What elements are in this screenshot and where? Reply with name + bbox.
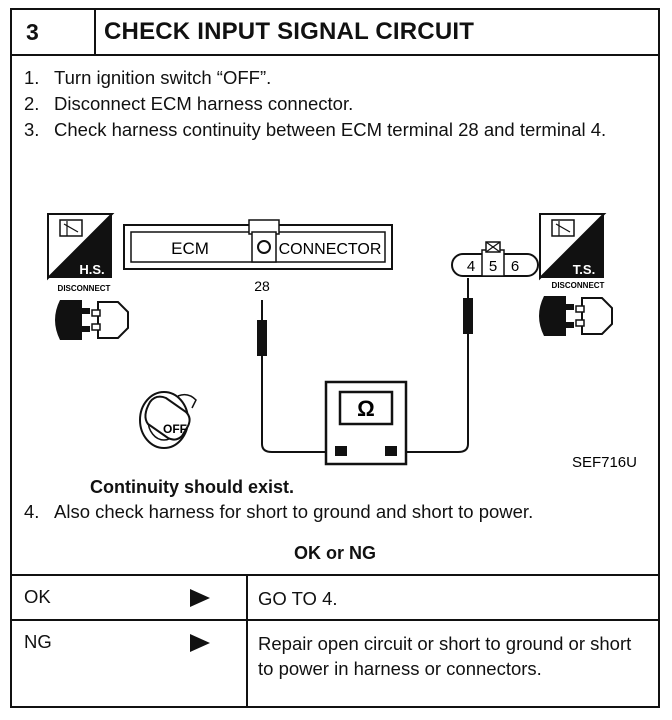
instruction-text: Disconnect ECM harness connector.	[54, 93, 354, 114]
disconnected-plug-icon	[55, 300, 129, 340]
tester-probe-left	[257, 300, 340, 453]
instruction-number: 2.	[24, 93, 40, 114]
result-row-ok: OK GO TO 4.	[12, 576, 658, 621]
hs-label: H.S.	[79, 262, 104, 277]
terminal-5-label: 5	[489, 258, 497, 275]
procedure-table: 3 CHECK INPUT SIGNAL CIRCUIT 1. Turn ign…	[10, 8, 660, 708]
result-label: NG	[24, 631, 52, 652]
ignition-key-icon: OFF	[139, 391, 197, 449]
column-divider	[246, 621, 248, 708]
figure-code: SEF716U	[572, 454, 637, 471]
terminal-connector: 4 5 6	[451, 241, 539, 277]
terminal-6-label: 6	[511, 258, 519, 275]
ecm-label: ECM	[171, 239, 209, 258]
result-row-ng: NG Repair open circuit or short to groun…	[12, 621, 658, 708]
column-divider	[246, 576, 248, 619]
instruction-item: 1. Turn ignition switch “OFF”.	[24, 65, 644, 91]
disconnected-plug-icon	[539, 296, 613, 336]
instruction-item: 3. Check harness continuity between ECM …	[24, 117, 644, 143]
result-action: GO TO 4.	[258, 588, 338, 609]
connector-label: CONNECTOR	[279, 241, 382, 258]
step-number: 3	[12, 10, 96, 54]
connector-symbol-icon	[551, 219, 575, 237]
instruction-number: 3.	[24, 119, 40, 140]
disconnect-label-right: DISCONNECT	[552, 281, 605, 290]
tester-probe-right	[390, 278, 473, 453]
terminal-side-badge: T.S.	[539, 213, 607, 281]
disconnect-label-left: DISCONNECT	[58, 284, 111, 293]
result-label: OK	[24, 586, 51, 607]
instruction-list: 1. Turn ignition switch “OFF”. 2. Discon…	[24, 65, 644, 143]
ts-label: T.S.	[573, 262, 595, 277]
ohmmeter: Ω	[324, 380, 408, 466]
instruction-text: Check harness continuity between ECM ter…	[54, 119, 607, 140]
instruction-text: Also check harness for short to ground a…	[54, 501, 534, 522]
arrow-right-icon	[190, 634, 210, 652]
ecm-connector: ECM CONNECTOR	[123, 219, 393, 270]
result-header: OK or NG	[12, 531, 658, 576]
terminal-28-label: 28	[254, 278, 270, 294]
key-off-label: OFF	[163, 422, 187, 436]
arrow-right-icon	[190, 589, 210, 607]
instruction-item: 4. Also check harness for short to ground…	[24, 501, 654, 523]
instruction-item: 2. Disconnect ECM harness connector.	[24, 91, 644, 117]
harness-side-badge: H.S.	[47, 213, 115, 281]
result-action: Repair open circuit or short to ground o…	[258, 633, 632, 679]
instruction-number: 1.	[24, 67, 40, 88]
instruction-text: Turn ignition switch “OFF”.	[54, 67, 272, 88]
step-title: CHECK INPUT SIGNAL CIRCUIT	[104, 18, 475, 45]
circuit-diagram: H.S. DISCONNECT ECM CONNECTOR 28	[47, 213, 637, 471]
connector-symbol-icon	[59, 219, 83, 237]
continuity-note: Continuity should exist.	[90, 477, 295, 497]
instruction-number: 4.	[24, 501, 40, 522]
terminal-4-label: 4	[467, 258, 475, 275]
ohm-icon: Ω	[357, 396, 375, 421]
step-header: 3 CHECK INPUT SIGNAL CIRCUIT	[12, 10, 658, 56]
